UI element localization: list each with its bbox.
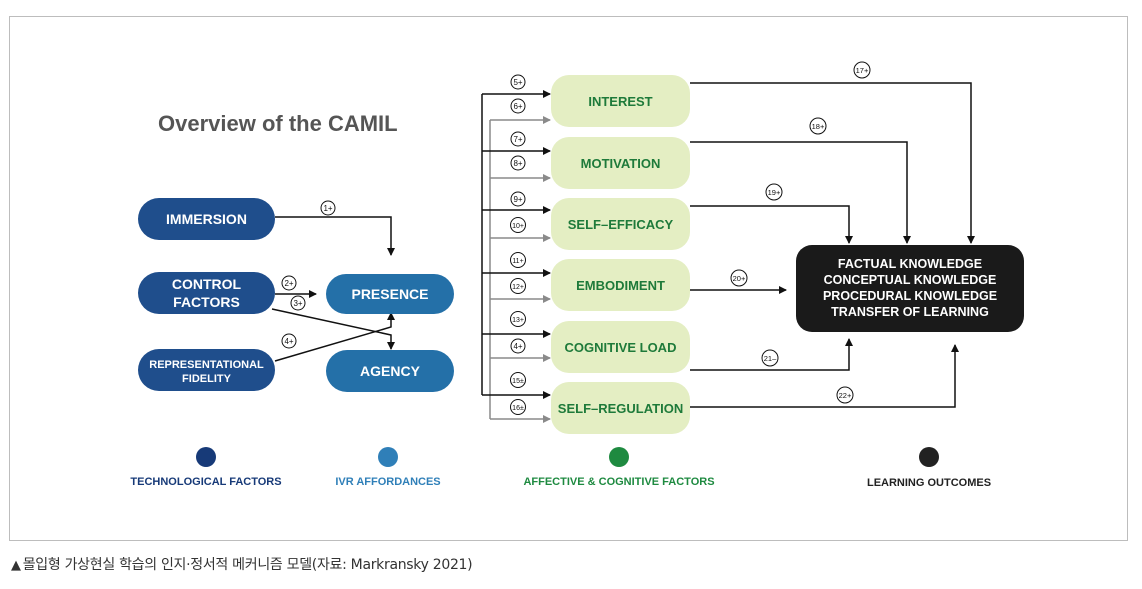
arrow-immersion-presence bbox=[275, 216, 395, 256]
label-4a: 4+ bbox=[281, 333, 297, 349]
svg-text:6+: 6+ bbox=[513, 102, 522, 111]
svg-text:1+: 1+ bbox=[323, 204, 332, 213]
node-agency: AGENCY bbox=[326, 350, 454, 392]
svg-text:COGNITIVE LOAD: COGNITIVE LOAD bbox=[565, 340, 677, 355]
label-6: 6+ bbox=[510, 98, 526, 114]
node-motivation: MOTIVATION bbox=[551, 137, 690, 189]
svg-text:REPRESENTATIONAL: REPRESENTATIONAL bbox=[149, 359, 264, 371]
arrow-interest-outcomes bbox=[690, 82, 975, 244]
legend-technological: TECHNOLOGICAL FACTORS bbox=[130, 447, 282, 488]
legend-affective: AFFECTIVE & COGNITIVE FACTORS bbox=[523, 447, 715, 488]
svg-text:18+: 18+ bbox=[812, 122, 825, 131]
svg-text:TRANSFER OF LEARNING: TRANSFER OF LEARNING bbox=[831, 305, 989, 319]
diagram-frame: Overview of the CAMIL 1+ 2+ 3+ 4+ 5+ 6+ … bbox=[9, 16, 1128, 541]
label-10: 10+ bbox=[510, 217, 526, 233]
svg-text:PRESENCE: PRESENCE bbox=[351, 286, 428, 302]
diagram-title: Overview of the CAMIL bbox=[158, 111, 398, 136]
caption-text: 몰입형 가상현실 학습의 인지·정서적 메커니즘 모델(자료: Markrans… bbox=[22, 557, 473, 573]
svg-text:10+: 10+ bbox=[512, 223, 524, 230]
arrow-selfreg-outcomes bbox=[690, 344, 959, 408]
label-9: 9+ bbox=[510, 191, 526, 207]
svg-text:21–: 21– bbox=[764, 354, 777, 363]
node-self-regulation: SELF–REGULATION bbox=[551, 382, 690, 434]
node-control-factors: CONTROL FACTORS bbox=[138, 272, 275, 314]
svg-text:13+: 13+ bbox=[512, 317, 524, 324]
svg-text:INTEREST: INTEREST bbox=[588, 94, 652, 109]
svg-text:16±: 16± bbox=[512, 405, 524, 412]
svg-text:AGENCY: AGENCY bbox=[360, 363, 421, 379]
label-12: 12+ bbox=[510, 278, 526, 294]
figure-caption: ▲몰입형 가상현실 학습의 인지·정서적 메커니즘 모델(자료: Markran… bbox=[11, 554, 473, 574]
svg-text:FIDELITY: FIDELITY bbox=[182, 373, 232, 385]
svg-text:22+: 22+ bbox=[839, 391, 852, 400]
node-presence: PRESENCE bbox=[326, 274, 454, 314]
node-self-efficacy: SELF–EFFICACY bbox=[551, 198, 690, 250]
node-interest: INTEREST bbox=[551, 75, 690, 127]
svg-text:SELF–EFFICACY: SELF–EFFICACY bbox=[568, 217, 674, 232]
label-16: 16± bbox=[510, 399, 526, 415]
label-22: 22+ bbox=[836, 386, 854, 404]
label-8: 8+ bbox=[510, 155, 526, 171]
legend-outcomes: LEARNING OUTCOMES bbox=[867, 447, 991, 489]
label-7: 7+ bbox=[510, 131, 526, 147]
svg-text:15±: 15± bbox=[512, 378, 524, 385]
svg-text:20+: 20+ bbox=[733, 274, 746, 283]
svg-text:PROCEDURAL KNOWLEDGE: PROCEDURAL KNOWLEDGE bbox=[823, 289, 997, 303]
svg-text:7+: 7+ bbox=[513, 135, 522, 144]
svg-text:SELF–REGULATION: SELF–REGULATION bbox=[558, 401, 683, 416]
legend-ivr: IVR AFFORDANCES bbox=[335, 447, 441, 488]
svg-text:19+: 19+ bbox=[768, 188, 781, 197]
svg-text:4+: 4+ bbox=[284, 337, 293, 346]
arrow-fidelity-presence bbox=[274, 312, 395, 362]
svg-text:9+: 9+ bbox=[513, 195, 522, 204]
svg-text:8+: 8+ bbox=[513, 159, 522, 168]
svg-text:LEARNING OUTCOMES: LEARNING OUTCOMES bbox=[867, 477, 991, 489]
svg-text:IVR AFFORDANCES: IVR AFFORDANCES bbox=[335, 476, 440, 488]
label-4b: 4+ bbox=[510, 338, 526, 354]
label-19: 19+ bbox=[765, 183, 783, 201]
node-learning-outcomes: FACTUAL KNOWLEDGE CONCEPTUAL KNOWLEDGE P… bbox=[796, 245, 1024, 332]
arrow-control-agency bbox=[271, 308, 395, 350]
label-15: 15± bbox=[510, 372, 526, 388]
label-2: 2+ bbox=[281, 275, 297, 291]
svg-text:AFFECTIVE & COGNITIVE FACTORS: AFFECTIVE & COGNITIVE FACTORS bbox=[523, 476, 714, 488]
label-3: 3+ bbox=[290, 295, 306, 311]
label-11: 11+ bbox=[510, 252, 526, 268]
svg-text:TECHNOLOGICAL FACTORS: TECHNOLOGICAL FACTORS bbox=[130, 476, 281, 488]
node-immersion: IMMERSION bbox=[138, 198, 275, 240]
label-21: 21– bbox=[761, 349, 779, 367]
arrow-selfefficacy-outcomes bbox=[690, 205, 853, 244]
label-17: 17+ bbox=[853, 61, 871, 79]
arrow-cogload-outcomes bbox=[690, 338, 853, 371]
svg-text:17+: 17+ bbox=[856, 66, 869, 75]
label-13: 13+ bbox=[510, 311, 526, 327]
svg-text:EMBODIMENT: EMBODIMENT bbox=[576, 278, 665, 293]
node-embodiment: EMBODIMENT bbox=[551, 259, 690, 311]
svg-text:IMMERSION: IMMERSION bbox=[166, 211, 247, 227]
triangle-icon: ▲ bbox=[11, 558, 21, 573]
label-20: 20+ bbox=[730, 269, 748, 287]
camil-diagram: Overview of the CAMIL 1+ 2+ 3+ 4+ 5+ 6+ … bbox=[130, 61, 1024, 489]
svg-text:11+: 11+ bbox=[512, 258, 523, 265]
svg-text:FACTUAL KNOWLEDGE: FACTUAL KNOWLEDGE bbox=[838, 257, 982, 271]
svg-text:12+: 12+ bbox=[512, 284, 524, 291]
label-5: 5+ bbox=[510, 74, 526, 90]
label-18: 18+ bbox=[809, 117, 827, 135]
svg-text:CONCEPTUAL KNOWLEDGE: CONCEPTUAL KNOWLEDGE bbox=[824, 273, 997, 287]
svg-text:FACTORS: FACTORS bbox=[173, 294, 240, 310]
arrow-motivation-outcomes bbox=[690, 141, 911, 244]
svg-text:MOTIVATION: MOTIVATION bbox=[581, 156, 661, 171]
node-representational-fidelity: REPRESENTATIONAL FIDELITY bbox=[138, 349, 275, 391]
svg-text:4+: 4+ bbox=[513, 342, 522, 351]
label-1: 1+ bbox=[320, 200, 336, 216]
svg-text:2+: 2+ bbox=[284, 279, 293, 288]
svg-text:5+: 5+ bbox=[513, 78, 522, 87]
svg-text:CONTROL: CONTROL bbox=[172, 276, 242, 292]
svg-text:3+: 3+ bbox=[293, 299, 302, 308]
node-cognitive-load: COGNITIVE LOAD bbox=[551, 321, 690, 373]
